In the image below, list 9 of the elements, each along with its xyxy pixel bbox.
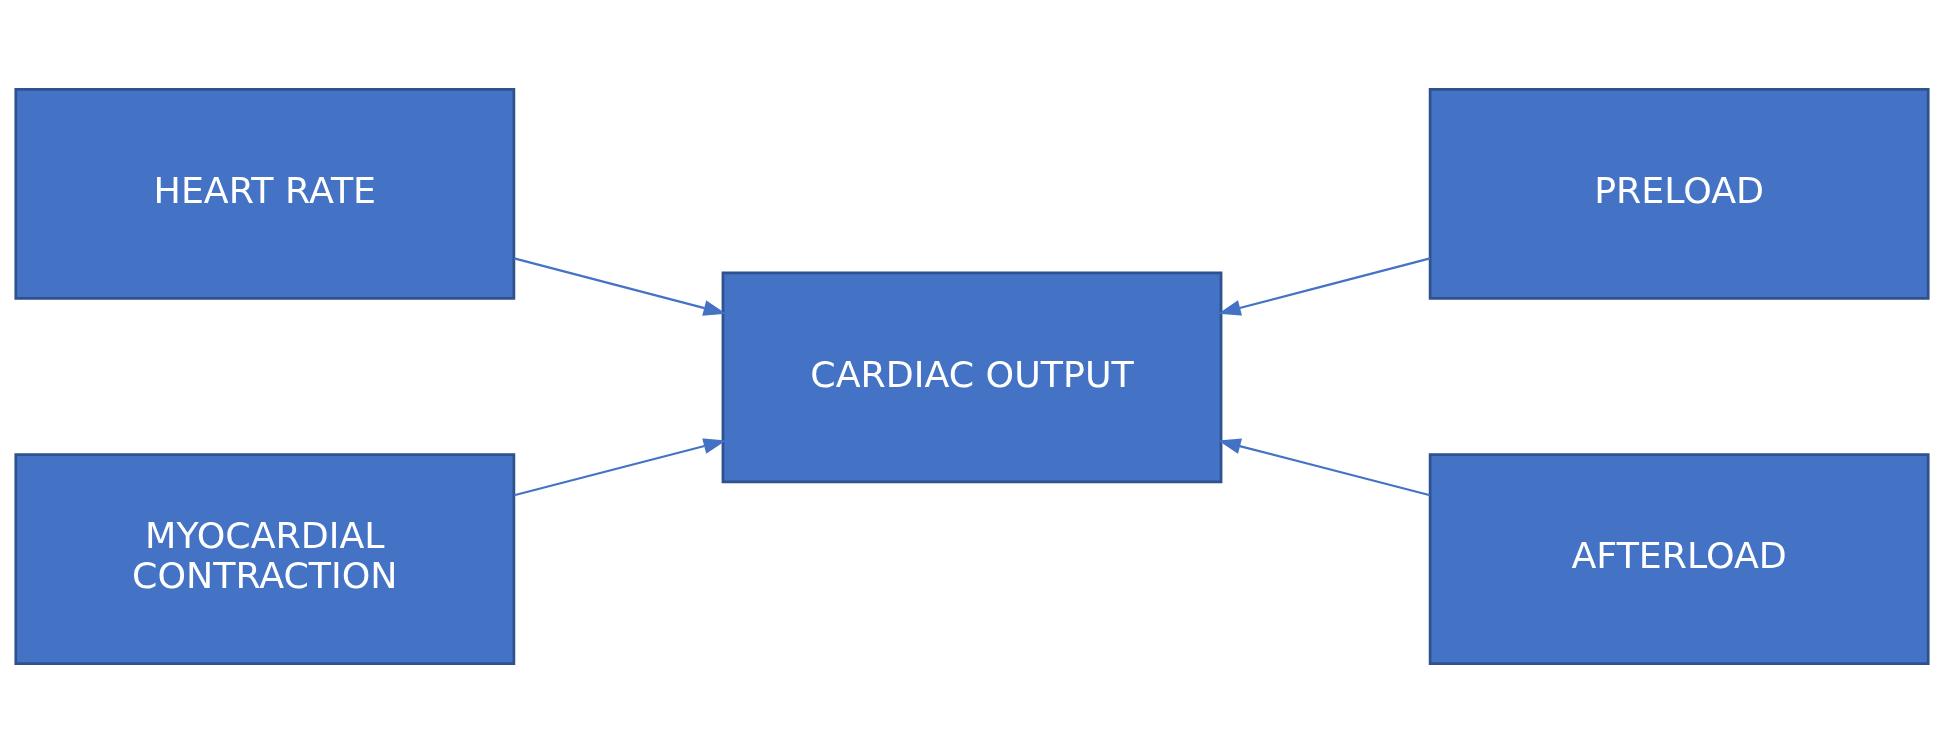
node-box: HEART RATE (14, 87, 516, 300)
node-box: CARDIAC OUTPUT (721, 271, 1223, 483)
arrow (1218, 438, 1431, 496)
node-box: AFTERLOAD (1428, 452, 1930, 665)
node-box: MYOCARDIAL CONTRACTION (14, 452, 516, 665)
arrow (513, 438, 727, 496)
node-box: PRELOAD (1428, 87, 1930, 300)
arrow (1218, 256, 1431, 316)
arrow (513, 256, 727, 316)
